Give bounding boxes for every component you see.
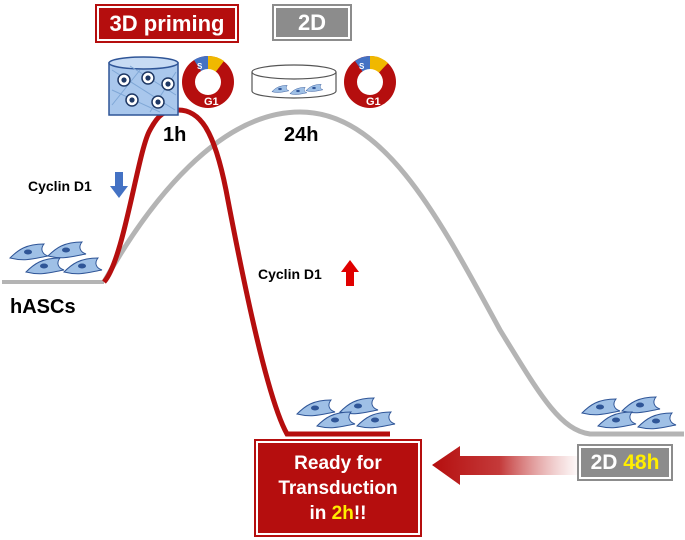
time-24h-label: 24h	[284, 124, 319, 146]
curve-3d-priming	[101, 107, 390, 437]
cell-cycle-donut-icon-2d: S G1	[344, 55, 396, 108]
g1-phase-label-2d: G1	[366, 96, 381, 108]
g1-phase-label: G1	[204, 96, 219, 108]
end-prefix: 2D	[590, 450, 624, 474]
ready-line-3: in 2h!!	[309, 501, 366, 526]
curve-2d	[101, 109, 684, 437]
ready-line-2: Transduction	[278, 477, 398, 499]
cell-cluster-icon-2d-end	[581, 396, 677, 430]
cyclin-down-label: Cyclin D1	[28, 178, 92, 194]
time-1h-label: 1h	[163, 124, 187, 146]
end-time-highlight: 48h	[623, 450, 660, 474]
ready-line-1: Ready for	[294, 452, 382, 474]
label-2d: 2D	[272, 4, 352, 41]
gradient-arrow-icon	[432, 446, 582, 485]
petri-dish-icon	[251, 64, 337, 99]
arrow-down-icon	[110, 172, 128, 198]
label-2d-48h: 2D 48h	[577, 444, 673, 481]
arrow-up-icon	[341, 260, 359, 286]
label-3d-priming: 3D priming	[95, 4, 239, 43]
scaffold-3d-icon	[108, 56, 179, 116]
s-phase-label: S	[197, 62, 203, 71]
ready-line-3-prefix: in	[309, 502, 332, 524]
ready-for-transduction-box: Ready for Transduction in 2h!!	[254, 439, 422, 537]
ready-time-highlight: 2h	[331, 502, 354, 524]
hascs-label: hASCs	[10, 296, 76, 318]
s-phase-label-2d: S	[359, 62, 365, 71]
cell-cycle-donut-icon: S G1	[182, 55, 234, 108]
ready-line-3-suffix: !!	[353, 502, 367, 524]
cell-cluster-icon-start	[9, 241, 103, 275]
cyclin-up-label: Cyclin D1	[258, 266, 322, 282]
cell-cluster-icon-3d-end	[296, 397, 396, 429]
